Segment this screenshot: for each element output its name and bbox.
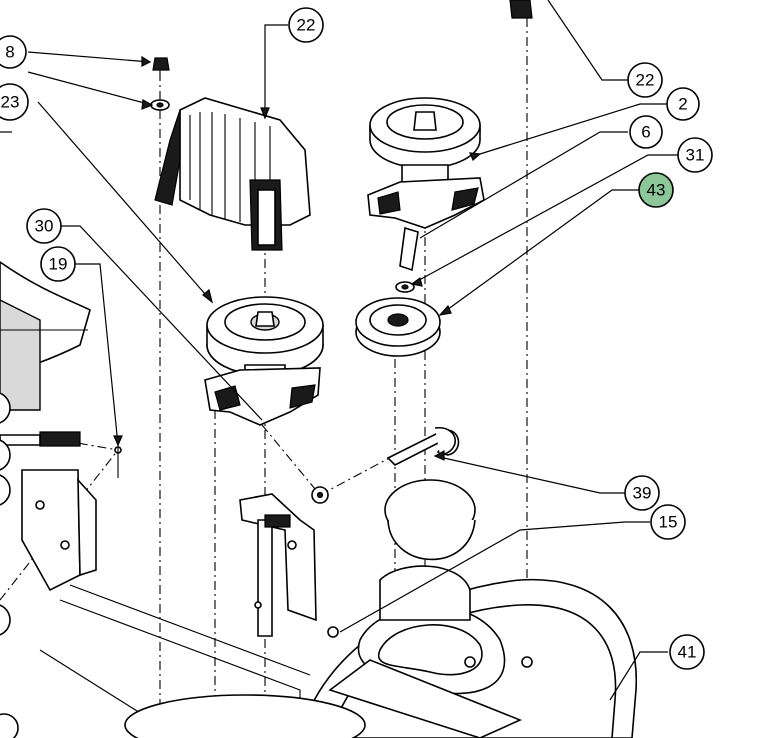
callout-43: 43 (638, 172, 674, 208)
callout-30: 30 (26, 208, 62, 244)
idler-pulley-43 (355, 297, 441, 357)
callout-23-label: 23 (1, 93, 20, 112)
callout-19-label: 19 (49, 255, 68, 274)
spindle-pulley-right (367, 97, 485, 272)
callout-39-label: 39 (633, 484, 652, 503)
callout-19: 19 (40, 246, 76, 282)
callout-cropped-left (0, 392, 19, 738)
bolt-8 (150, 57, 170, 111)
callout-6-label: 6 (641, 123, 650, 142)
callout-22-top: 22 (288, 7, 324, 43)
callout-39: 39 (624, 475, 660, 511)
callout-2-label: 2 (678, 95, 687, 114)
callout-31-label: 31 (686, 146, 705, 165)
callout-8: 8 (0, 35, 27, 69)
callout-30-label: 30 (35, 217, 54, 236)
bracket-left (0, 431, 122, 592)
washer-31 (395, 281, 415, 293)
callout-6: 6 (629, 115, 663, 149)
belt-guard-left (0, 261, 91, 411)
arrowheads (113, 55, 482, 461)
callout-23: 23 (0, 83, 29, 121)
callout-8-label: 8 (5, 43, 14, 62)
callout-22-right-label: 22 (636, 71, 655, 90)
callout-2: 2 (666, 87, 700, 121)
callout-41: 41 (669, 634, 705, 670)
callout-31: 31 (677, 137, 713, 173)
callout-15: 15 (650, 504, 686, 540)
spindle-pulley-left (204, 296, 324, 426)
callout-43-label: 43 (647, 181, 666, 200)
mower-deck-41 (39, 479, 638, 738)
bracket-center (239, 493, 317, 637)
callout-22-right: 22 (627, 62, 663, 98)
bolt-top-right (509, 0, 533, 19)
leader-lines (0, 0, 678, 701)
callout-22-top-label: 22 (297, 16, 316, 35)
cover-22 (154, 97, 311, 251)
washer-and-pin-39 (311, 427, 460, 504)
callout-15-label: 15 (659, 513, 678, 532)
callout-41-label: 41 (678, 643, 697, 662)
